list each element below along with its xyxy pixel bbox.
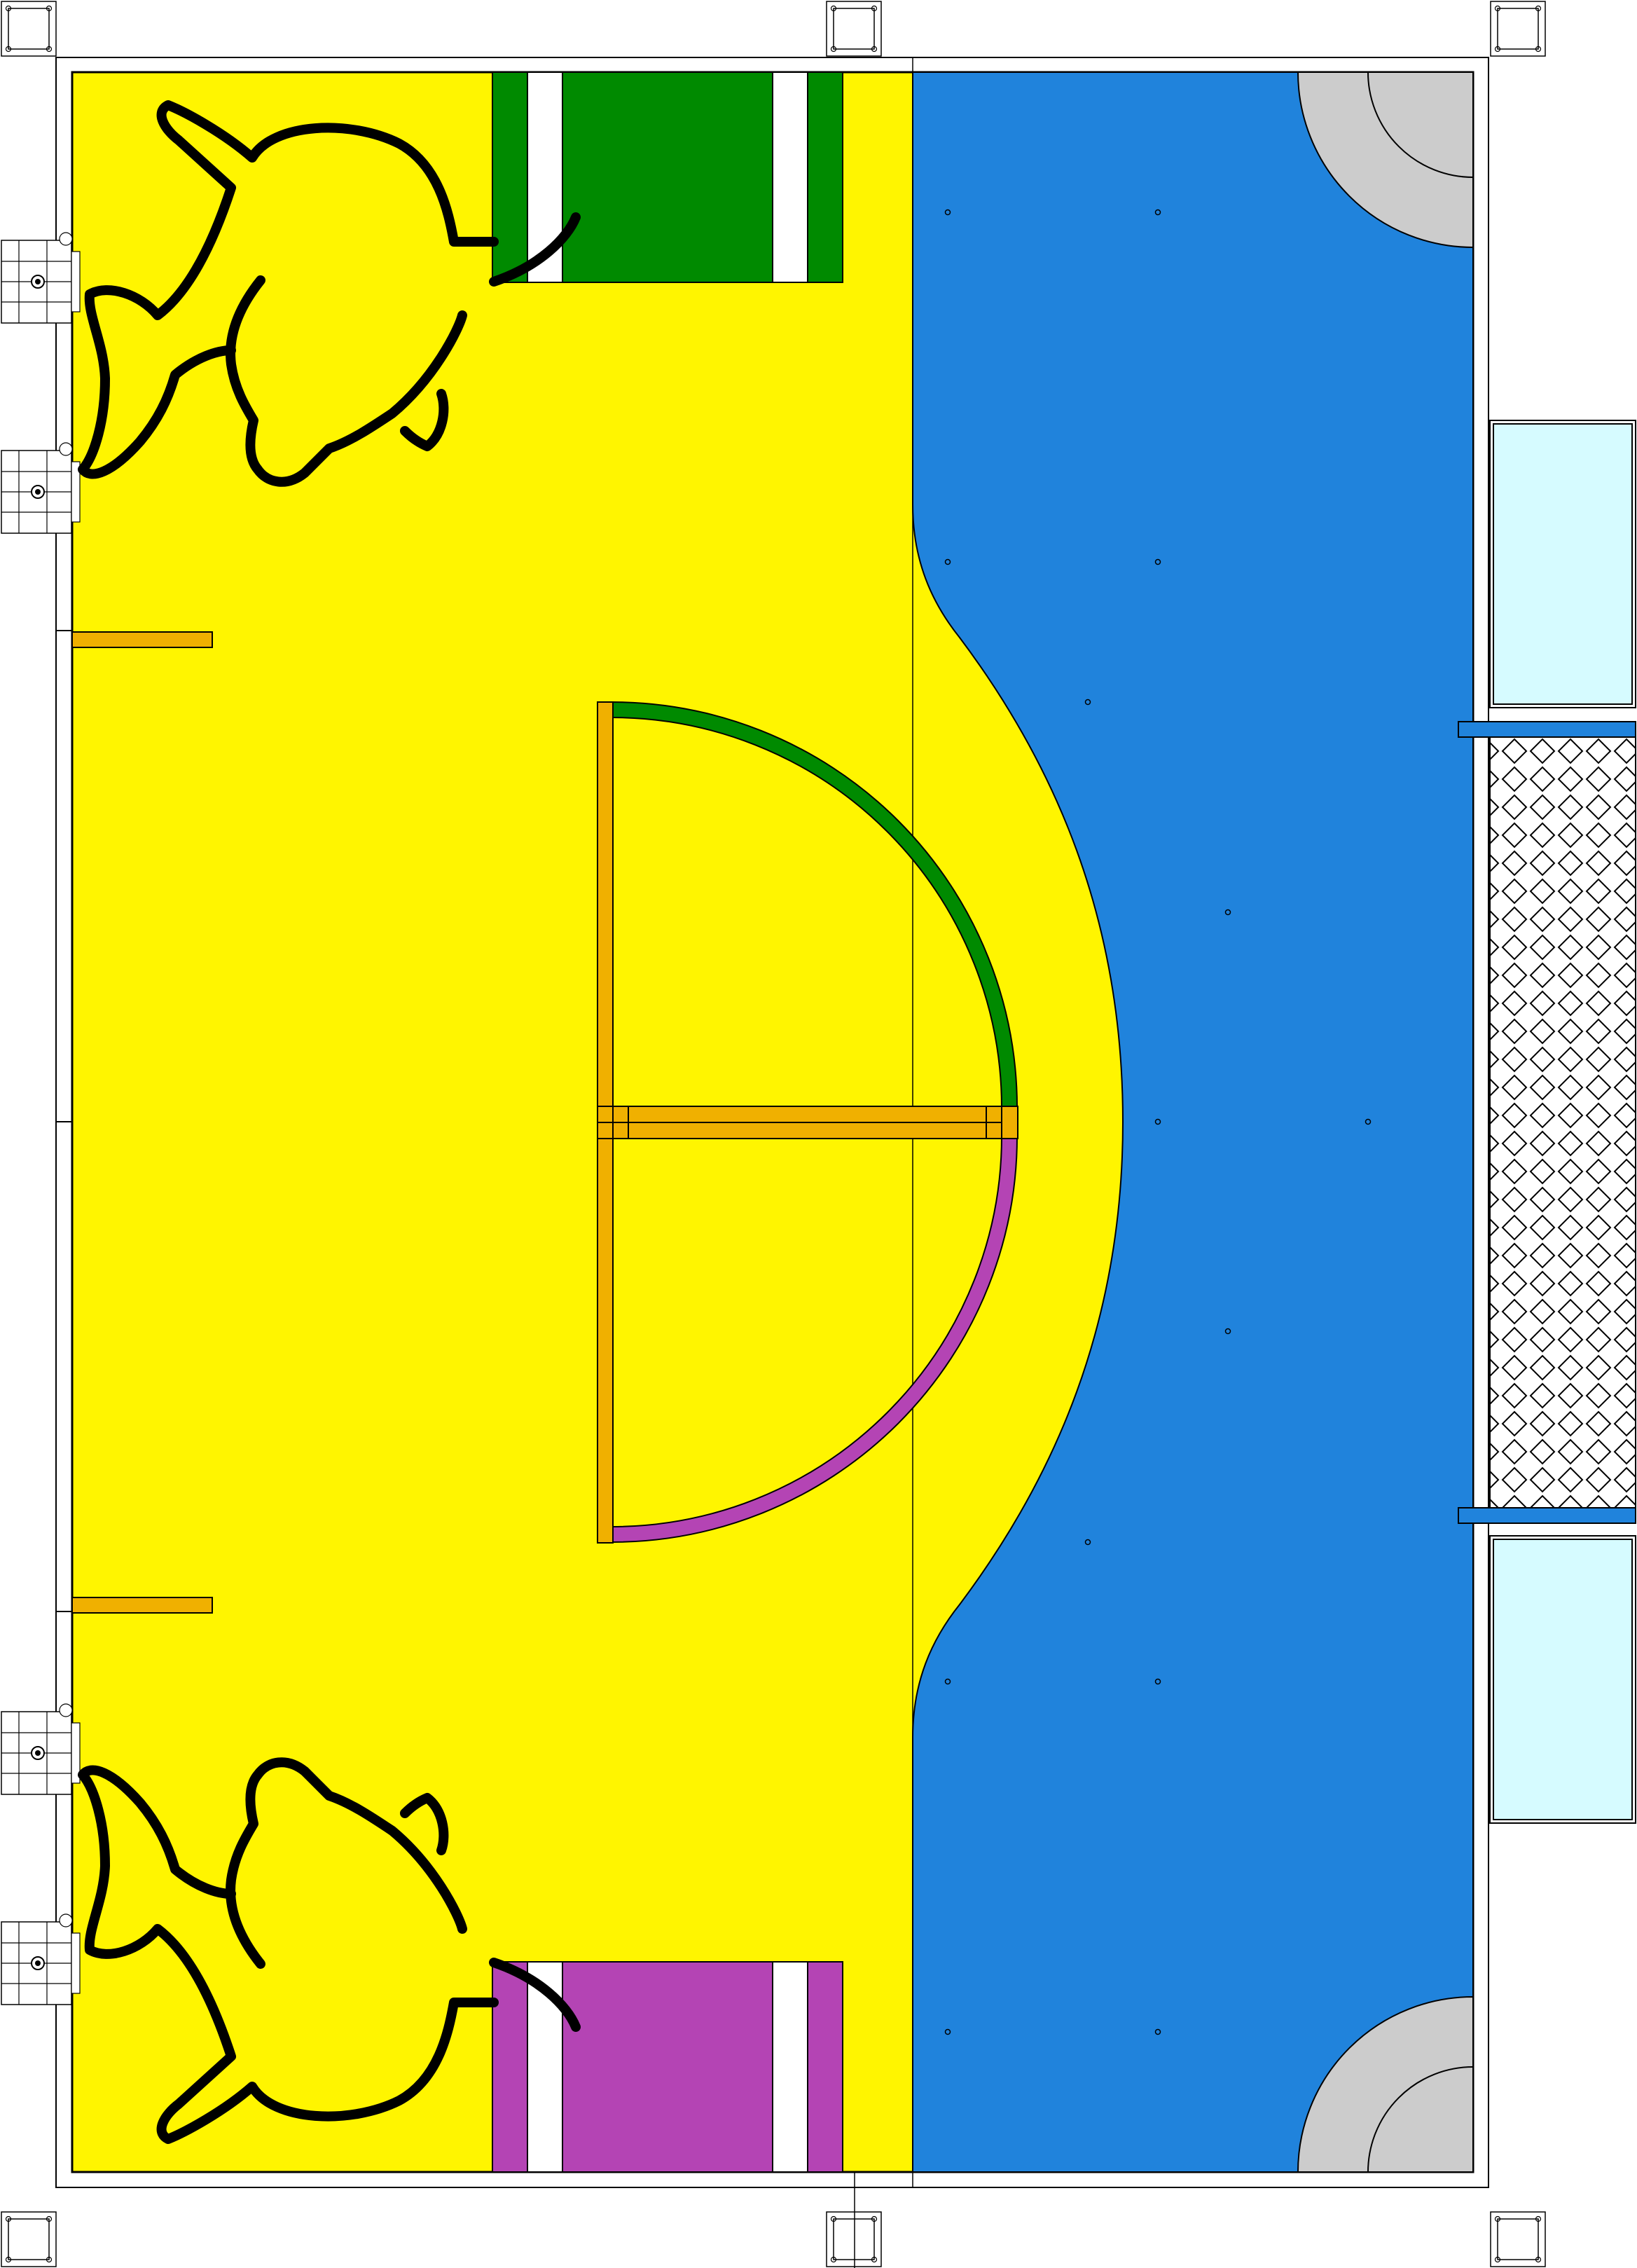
orange-bar-top: [71, 631, 213, 648]
diamond-net-icon: [1489, 736, 1636, 1508]
hinge-bracket-icon: [1, 1703, 81, 1795]
corner-bracket-icon: [826, 1, 882, 57]
corner-bracket-icon: [1, 2211, 57, 2267]
corner-bracket-icon: [1490, 1, 1546, 57]
hinge-bracket-icon: [1, 232, 81, 324]
corner-bracket-icon: [1490, 2211, 1546, 2267]
corner-zone-bottom: [1297, 1995, 1474, 2173]
hinge-bracket-icon: [1, 442, 81, 534]
hinge-bracket-icon: [1, 1913, 81, 2005]
net-bar-top: [1458, 721, 1636, 738]
corner-zone-top: [1297, 71, 1474, 249]
corner-bracket-icon: [1, 1, 57, 57]
net-bar-bottom: [1458, 1507, 1636, 1524]
field-dots: [944, 209, 1372, 2035]
corner-bracket-icon: [826, 2211, 882, 2267]
orange-bar-bottom: [71, 1597, 213, 1614]
blue-zone: [912, 71, 1474, 2173]
